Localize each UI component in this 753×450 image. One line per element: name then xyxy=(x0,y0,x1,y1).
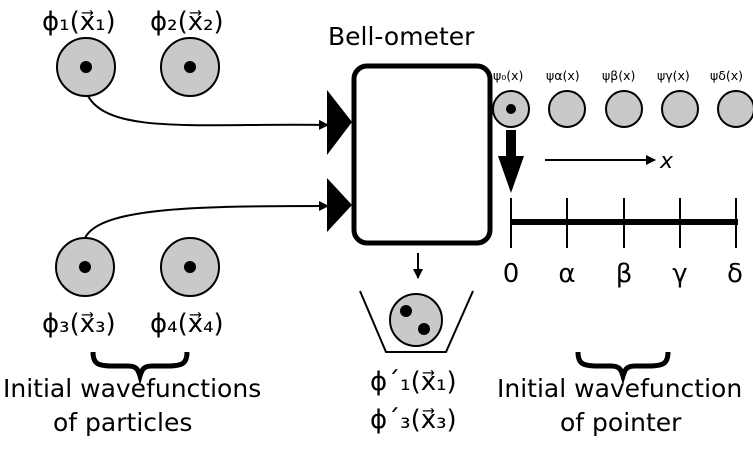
particle-4-label: ϕ₄(x⃗₄) xyxy=(150,309,224,339)
particle-4-ball xyxy=(160,237,220,297)
scale-tick-0: 0 xyxy=(503,259,520,289)
pointer-state-label-delta: ψδ(x) xyxy=(710,68,743,83)
pointer-state-ball-0 xyxy=(492,90,530,128)
particle-2-ball xyxy=(160,37,220,97)
particle-1-ball xyxy=(56,37,116,97)
pointer-state-ball-delta xyxy=(717,90,753,128)
scale-tick-alpha: α xyxy=(558,259,575,289)
pointer-state-ball-beta xyxy=(605,90,643,128)
pointer-state-label-0: ψ₀(x) xyxy=(493,68,523,83)
pointer-caption-line2: of pointer xyxy=(560,408,682,437)
scale-tick-beta: β xyxy=(616,259,633,289)
particle-3-ball xyxy=(55,237,115,297)
input-port-top xyxy=(327,90,352,155)
pointer-state-label-beta: ψβ(x) xyxy=(602,68,635,83)
particles-caption-line2: of particles xyxy=(53,408,192,437)
x-axis-label: x xyxy=(659,149,674,174)
pointer-down-arrow xyxy=(498,130,524,193)
pointer-caption-line1: Initial wavefunction xyxy=(497,374,742,403)
particles-caption-line1: Initial wavefunctions xyxy=(3,374,261,403)
pointer-scale xyxy=(510,198,738,248)
particle-1-label: ϕ₁(x⃗₁) xyxy=(42,7,116,37)
pointer-state-ball-alpha xyxy=(548,90,586,128)
output-label-3: ϕ´₃(x⃗₃) xyxy=(370,405,457,435)
particle-3-label: ϕ₃(x⃗₃) xyxy=(42,309,116,339)
particle-2-label: ϕ₂(x⃗₂) xyxy=(150,7,224,37)
bell-ometer-box xyxy=(351,63,493,246)
particles-brace xyxy=(90,351,190,386)
input-port-bottom xyxy=(327,178,352,232)
pointer-state-label-gamma: ψγ(x) xyxy=(657,68,690,83)
pointer-brace xyxy=(575,351,671,386)
scale-tick-delta: δ xyxy=(727,259,743,289)
output-bucket xyxy=(359,290,474,353)
pointer-state-ball-gamma xyxy=(661,90,699,128)
output-label-1: ϕ´₁(x⃗₁) xyxy=(370,367,457,397)
bell-ometer-title: Bell-ometer xyxy=(328,22,475,51)
input-arrow-top xyxy=(87,95,329,130)
scale-tick-gamma: γ xyxy=(672,259,687,289)
input-arrow-bottom xyxy=(84,201,329,239)
pointer-state-label-alpha: ψα(x) xyxy=(546,68,580,83)
